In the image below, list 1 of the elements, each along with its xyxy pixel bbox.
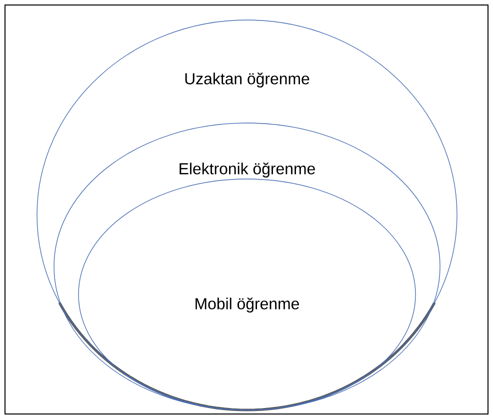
ellipse-region: Mobil öğrenme bbox=[78, 178, 416, 410]
